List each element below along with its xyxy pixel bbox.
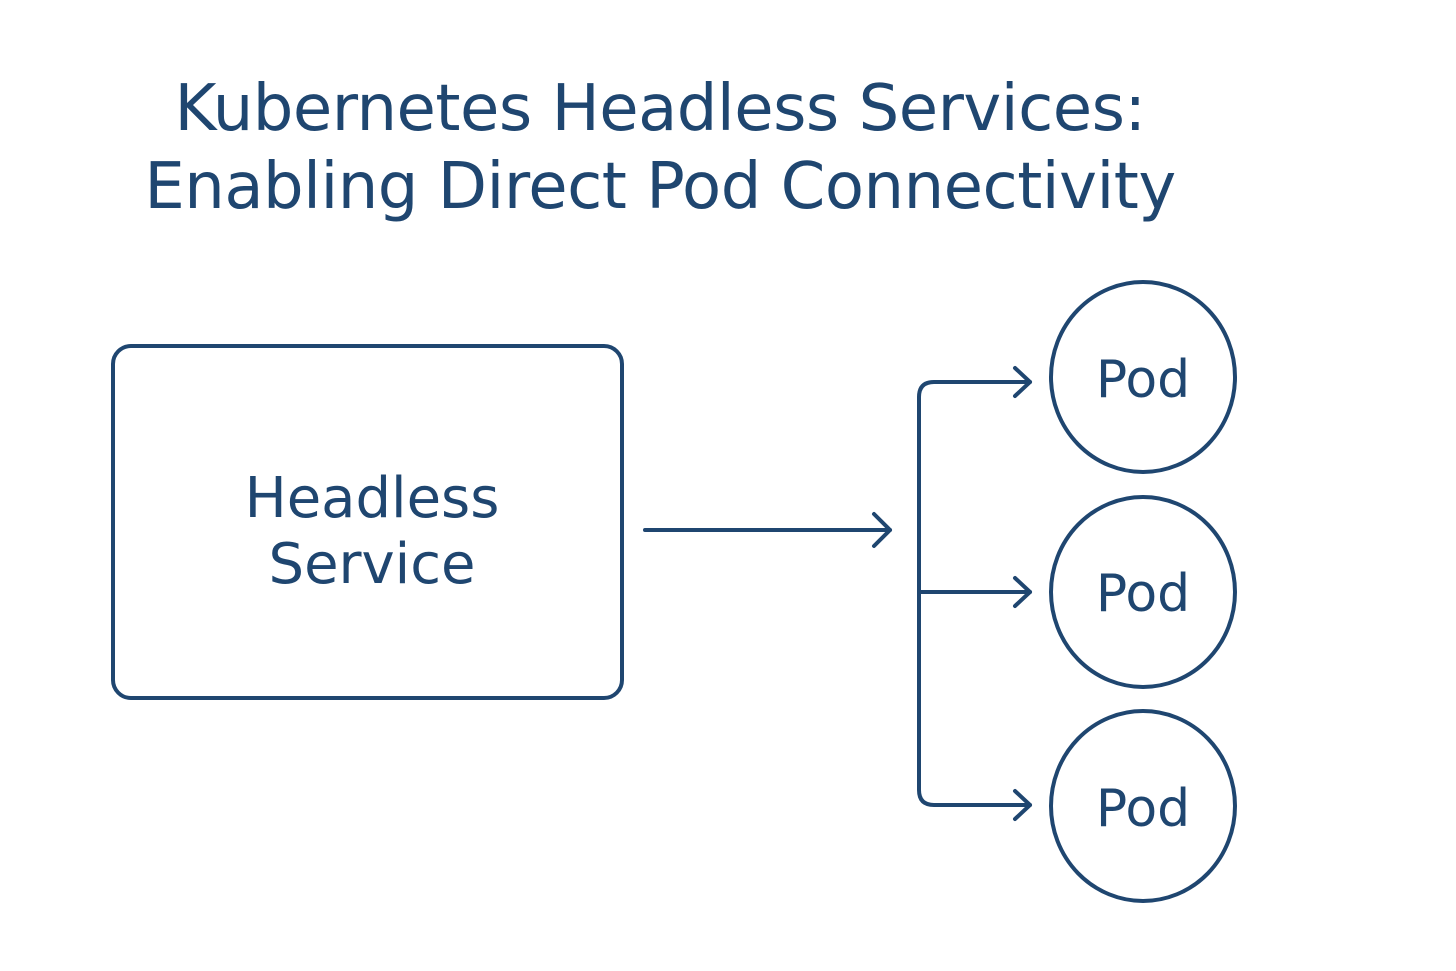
pod-arrow-head-top: [1013, 366, 1032, 398]
pod-label-middle: Pod: [1096, 564, 1190, 624]
title-line-1: Kubernetes Headless Services:: [174, 72, 1146, 146]
service-label-line-1: Headless: [245, 466, 500, 531]
pod-label-top: Pod: [1096, 350, 1190, 410]
service-arrow-head: [872, 512, 892, 548]
pod-arrow-head-middle: [1013, 576, 1032, 608]
pod-circle-bottom: [1049, 709, 1237, 903]
pod-circle-top: [1049, 280, 1237, 474]
pod-circle-middle: [1049, 495, 1237, 689]
pod-label-bottom: Pod: [1096, 779, 1190, 839]
pod-arrow-head-bottom: [1013, 789, 1032, 821]
headless-service-box: [111, 344, 624, 700]
title-line-2: Enabling Direct Pod Connectivity: [144, 150, 1176, 224]
diagram-title: Kubernetes Headless Services: Enabling D…: [0, 70, 1320, 226]
service-label-line-2: Service: [269, 532, 476, 597]
